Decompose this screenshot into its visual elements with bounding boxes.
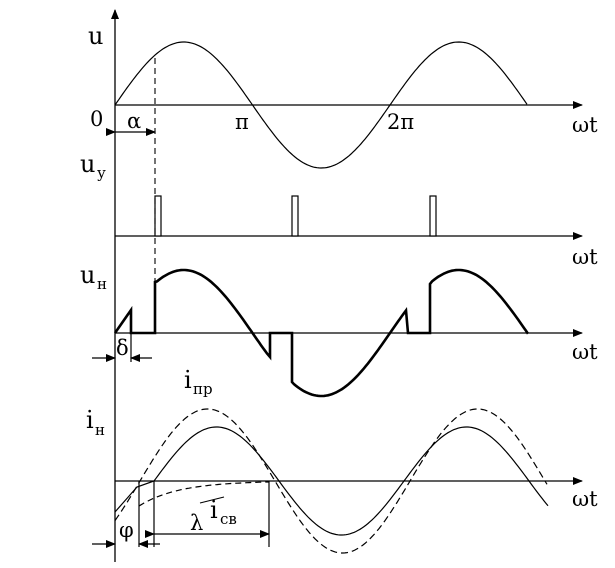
control-pulse-3 [429, 195, 437, 237]
label-un-sub: н [97, 275, 107, 293]
label-uy-sub: у [97, 164, 106, 182]
control-pulse-1 [154, 195, 162, 237]
axis-label-wt-3: ωt [572, 340, 598, 364]
label-delta: δ [116, 336, 129, 360]
control-pulse-2 [291, 195, 299, 237]
label-uy: u [80, 150, 95, 178]
label-u: u [88, 22, 103, 50]
forced-current-curve [114, 408, 548, 554]
label-ipr-sub: пр [193, 380, 213, 398]
free-current-curve [138, 481, 269, 507]
tick-pi: π [235, 110, 249, 134]
tick-two-pi: 2π [387, 110, 414, 134]
axis-label-wt-1: ωt [572, 113, 598, 137]
label-lambda: λ [190, 511, 203, 535]
label-isv-sub: св [220, 510, 237, 528]
isv-leader-line [199, 496, 225, 504]
label-phi: φ [119, 518, 134, 542]
supply-voltage-curve [114, 41, 528, 169]
axis-label-wt-4: ωt [572, 487, 598, 511]
axis-label-wt-2: ωt [572, 245, 598, 269]
label-isv: i [210, 496, 218, 524]
label-alpha: α [127, 109, 141, 133]
load-voltage-curve [113, 268, 530, 398]
label-in-sub: н [95, 421, 105, 439]
label-ipr: i [184, 366, 192, 394]
tick-zero: 0 [90, 107, 103, 131]
label-in: i [86, 406, 94, 434]
load-current-curve [114, 426, 549, 536]
label-un: u [80, 261, 95, 289]
